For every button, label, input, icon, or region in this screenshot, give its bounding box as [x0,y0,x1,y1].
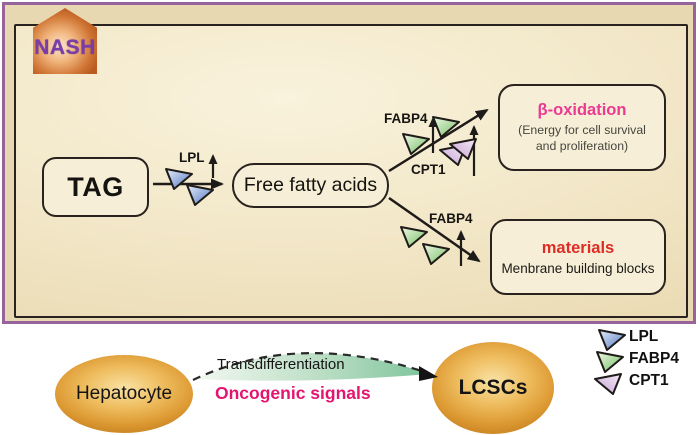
materials-title: materials [541,238,615,257]
hepatocyte-cell: Hepatocyte [55,355,193,433]
beta-oxidation-subtitle-line2: and proliferation) [535,138,629,153]
nash-badge-label: NASH [34,36,96,59]
transdifferentiation-label: Transdifferentiation [217,356,345,373]
legend-lpl-label: LPL [629,328,659,345]
tag-node: TAG [42,157,149,217]
lcscs-cell: LCSCs [432,342,554,434]
oncogenic-signals-label: Oncogenic signals [215,383,371,403]
legend-cpt1-triangle-icon [594,373,622,395]
beta-oxidation-subtitle-line1: (Energy for cell survival [518,123,646,138]
free-fatty-acids-node: Free fatty acids [232,163,389,208]
fabp4-upper-label: FABP4 [384,111,428,126]
legend-cpt1-label: CPT1 [629,372,669,389]
legend-fabp4-triangle-icon [596,351,624,373]
hepatocyte-label: Hepatocyte [75,383,173,404]
legend-fabp4-label: FABP4 [629,350,679,367]
beta-oxidation-node: β-oxidation (Energy for cell survival an… [498,84,666,171]
beta-oxidation-subtitle: (Energy for cell survival and proliferat… [518,123,646,154]
ffa-label: Free fatty acids [243,174,378,196]
lpl-label: LPL [179,150,205,165]
materials-node: materials Menbrane building blocks [490,219,666,295]
fabp4-lower-label: FABP4 [429,211,473,226]
cpt1-label: CPT1 [411,162,446,177]
materials-subtitle: Menbrane building blocks [501,260,655,276]
tag-label: TAG [67,171,124,202]
beta-oxidation-title: β-oxidation [537,101,627,120]
lcscs-label: LCSCs [458,376,528,399]
legend-lpl-triangle-icon [598,329,626,351]
